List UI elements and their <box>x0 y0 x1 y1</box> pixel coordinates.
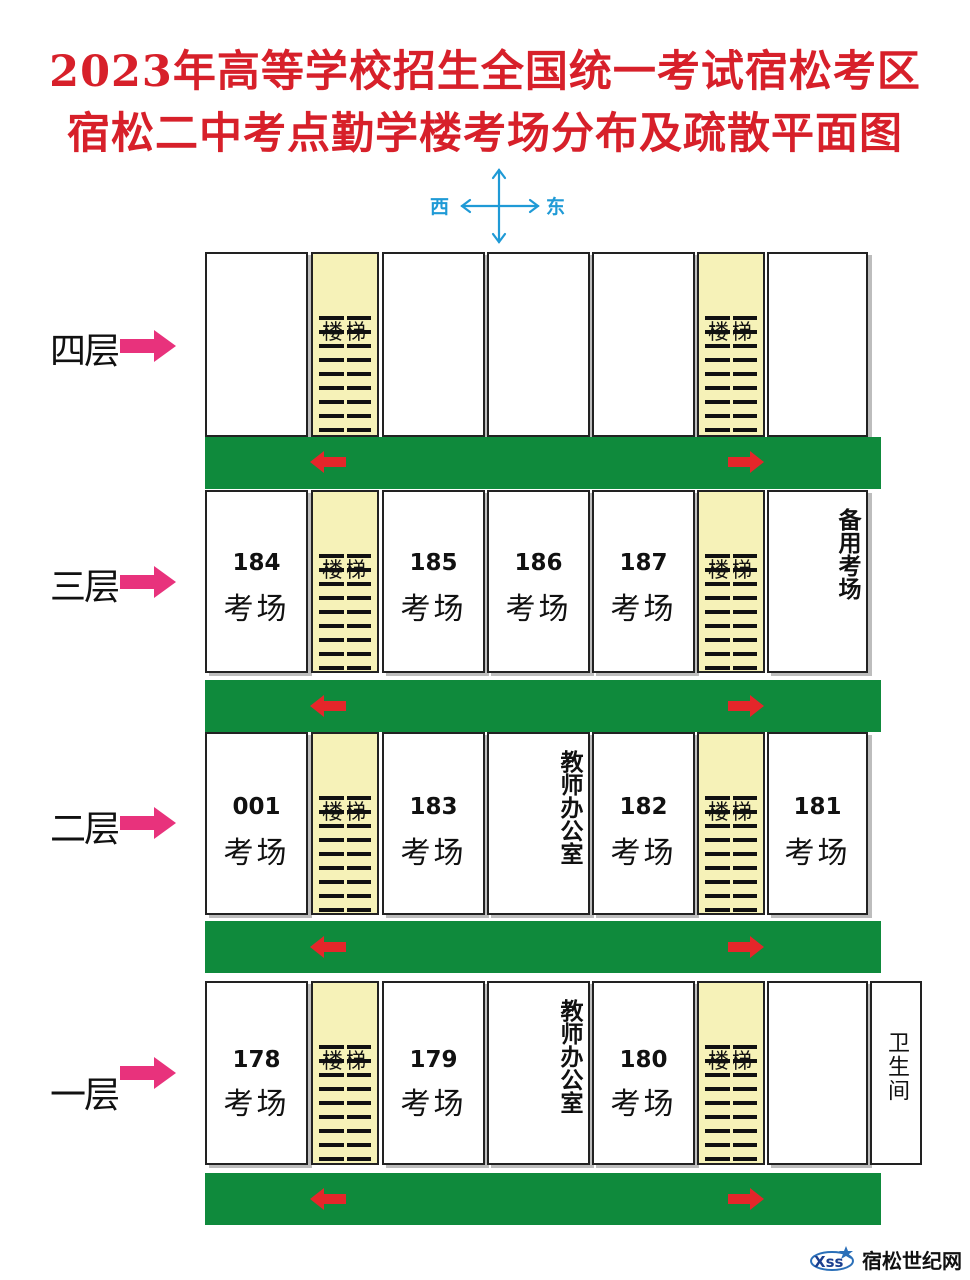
floor-arrow-icon <box>120 330 176 362</box>
compass: 西 东 <box>428 168 578 248</box>
room-number: 183 <box>409 794 458 820</box>
corridor-f2 <box>205 921 881 973</box>
floor-label-4: 四层 <box>50 331 120 372</box>
exit-arrow-west-icon <box>310 1188 346 1210</box>
room-001: 001 考场 <box>205 732 308 915</box>
floor-arrow-icon <box>120 566 176 598</box>
room-181: 181 考场 <box>767 732 868 915</box>
office-text: 教师办公室 <box>556 750 582 865</box>
floor-arrow-icon <box>120 1057 176 1089</box>
room-186: 186 考场 <box>487 490 590 673</box>
floor-label-3: 三层 <box>50 567 120 608</box>
stair-east-f3: 楼梯 <box>697 490 765 673</box>
room-f4-5 <box>592 252 695 437</box>
room-type: 考场 <box>400 1087 467 1122</box>
room-spare: 备用考场 <box>767 490 868 673</box>
room-number: 187 <box>619 550 668 576</box>
room-type: 考场 <box>784 836 851 871</box>
stair-east-f1: 楼梯 <box>697 981 765 1165</box>
exit-arrow-west-icon <box>310 451 346 473</box>
stair-west-f3: 楼梯 <box>311 490 379 673</box>
room-f4-1 <box>205 252 308 437</box>
compass-east-label: 东 <box>546 196 566 218</box>
stair-steps <box>319 796 371 913</box>
floor-arrow-icon <box>120 807 176 839</box>
room-184: 184 考场 <box>205 490 308 673</box>
corridor-f3 <box>205 680 881 732</box>
teacher-office-f2: 教师办公室 <box>487 732 590 915</box>
stair-steps <box>705 796 757 913</box>
room-number: 179 <box>409 1047 458 1073</box>
room-f4-3 <box>382 252 485 437</box>
room-type: 考场 <box>223 1087 290 1122</box>
stair-steps <box>705 1045 757 1163</box>
room-type: 考场 <box>400 836 467 871</box>
room-type: 考场 <box>223 592 290 627</box>
exit-arrow-east-icon <box>728 451 764 473</box>
exit-arrow-west-icon <box>310 695 346 717</box>
floor-label-2: 二层 <box>50 809 120 850</box>
stair-west-f1: 楼梯 <box>311 981 379 1165</box>
room-type: 考场 <box>505 592 572 627</box>
room-f4-7 <box>767 252 868 437</box>
floor-label-1: 一层 <box>50 1075 120 1116</box>
room-number: 186 <box>514 550 563 576</box>
stair-steps <box>705 316 757 435</box>
room-180: 180 考场 <box>592 981 695 1165</box>
toilet: 卫生间 <box>870 981 922 1165</box>
room-number: 181 <box>793 794 842 820</box>
office-label: 教师办公室 <box>489 999 588 1114</box>
corridor-f4 <box>205 437 881 489</box>
stair-steps <box>319 554 371 671</box>
room-type: 考场 <box>400 592 467 627</box>
room-178: 178 考场 <box>205 981 308 1165</box>
room-type: 考场 <box>223 836 290 871</box>
title-line-2: 宿松二中考点勤学楼考场分布及疏散平面图 <box>67 109 903 159</box>
teacher-office-f1: 教师办公室 <box>487 981 590 1165</box>
stair-steps <box>705 554 757 671</box>
stair-west-f2: 楼梯 <box>311 732 379 915</box>
room-185: 185 考场 <box>382 490 485 673</box>
office-text: 教师办公室 <box>556 999 582 1114</box>
title-line-1: 2023年高等学校招生全国统一考试宿松考区 <box>49 47 921 97</box>
room-f1-7 <box>767 981 868 1165</box>
room-type: 考场 <box>610 592 677 627</box>
room-number: 178 <box>232 1047 281 1073</box>
stair-west-f4: 楼梯 <box>311 252 379 437</box>
watermark-text: 宿松世纪网 <box>862 1248 962 1273</box>
room-179: 179 考场 <box>382 981 485 1165</box>
room-number: 001 <box>232 794 281 820</box>
exit-arrow-east-icon <box>728 1188 764 1210</box>
site-logo-icon: Xss <box>810 1246 854 1271</box>
room-number: 185 <box>409 550 458 576</box>
exit-arrow-west-icon <box>310 936 346 958</box>
exit-arrow-east-icon <box>728 695 764 717</box>
corridor-f1 <box>205 1173 881 1225</box>
svg-text:Xss: Xss <box>814 1253 843 1271</box>
stair-east-f2: 楼梯 <box>697 732 765 915</box>
compass-arrows-icon <box>460 168 540 244</box>
stair-steps <box>319 316 371 435</box>
compass-west-label: 西 <box>430 196 450 218</box>
stair-east-f4: 楼梯 <box>697 252 765 437</box>
room-f4-4 <box>487 252 590 437</box>
room-type: 考场 <box>610 836 677 871</box>
room-type: 考场 <box>610 1087 677 1122</box>
room-187: 187 考场 <box>592 490 695 673</box>
spare-room-text: 备用考场 <box>834 508 860 600</box>
exit-arrow-east-icon <box>728 936 764 958</box>
spare-room-label: 备用考场 <box>769 508 866 600</box>
toilet-text: 卫生间 <box>884 1031 909 1103</box>
room-183: 183 考场 <box>382 732 485 915</box>
toilet-label: 卫生间 <box>872 1031 920 1111</box>
room-number: 180 <box>619 1047 668 1073</box>
watermark: Xss 宿松世纪网 <box>808 1244 962 1274</box>
room-number: 184 <box>232 550 281 576</box>
stair-steps <box>319 1045 371 1163</box>
office-label: 教师办公室 <box>489 750 588 865</box>
room-182: 182 考场 <box>592 732 695 915</box>
room-number: 182 <box>619 794 668 820</box>
